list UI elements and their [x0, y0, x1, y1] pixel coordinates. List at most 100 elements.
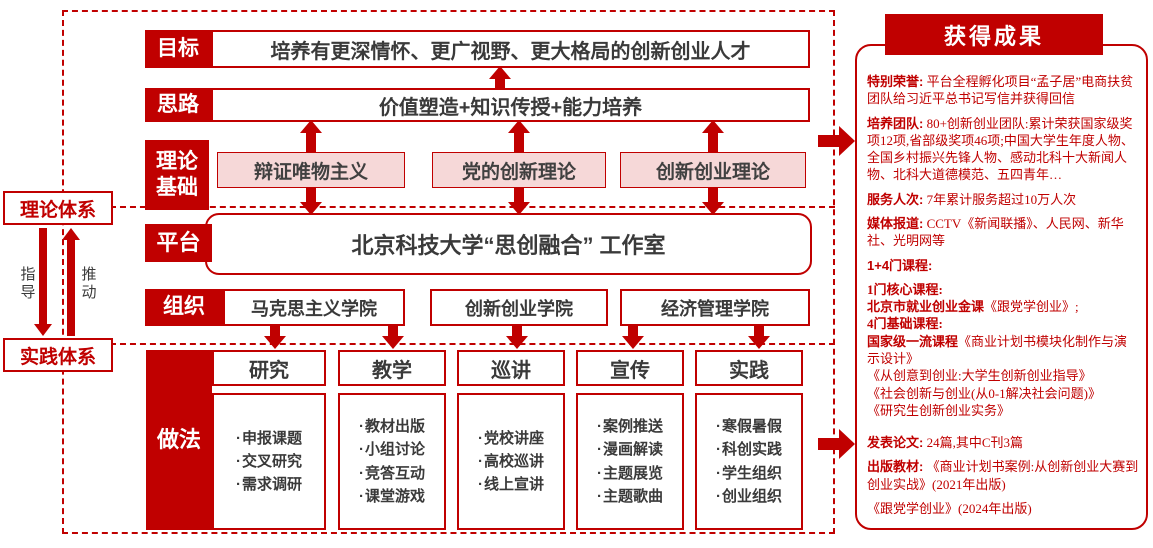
- arrow-down-icon: [382, 324, 404, 349]
- result-teams: 培养团队: 80+创新创业团队:累计荣获国家级奖项12项,省部级奖项46项;中国…: [867, 115, 1139, 184]
- result-text: 《跟党学创业》(2024年出版): [867, 500, 1032, 516]
- result-courses: 1门核心课程: 北京市就业创业金课《跟党学创业》; 4门基础课程: 国家级一流课…: [867, 281, 1139, 419]
- result-text: 7年累计服务超过10万人次: [926, 191, 1077, 207]
- approach-box: 价值塑造+知识传授+能力培养: [211, 88, 810, 122]
- organization-item: 创新创业学院: [430, 289, 608, 326]
- course-title: 《社会创新与创业(从0-1解决社会问题)》: [867, 385, 1101, 401]
- list-item: 案例推送: [597, 415, 663, 438]
- theory-basis-item: 党的创新理论: [432, 152, 606, 188]
- list-item: 交叉研究: [236, 450, 302, 473]
- arrow-up-icon: [508, 120, 530, 152]
- practice-column-title: 巡讲: [457, 350, 565, 386]
- list-item: 寒假暑假: [716, 415, 782, 438]
- results-body: 特别荣誉: 平台全程孵化项目“孟子居”电商扶贫团队给习近平总书记写信并获得回信 …: [867, 73, 1139, 524]
- practice-column-list: 教材出版 小组讨论 竞答互动 课堂游戏: [338, 393, 446, 530]
- result-label: 发表论文:: [867, 435, 924, 451]
- push-arrow-label: 推动: [81, 266, 97, 301]
- list-item: 教材出版: [359, 415, 425, 438]
- practice-column-title: 教学: [338, 350, 446, 386]
- platform-box: 北京科技大学“思创融合” 工作室: [205, 213, 812, 275]
- practice-column-list: 案例推送 漫画解读 主题展览 主题歌曲: [576, 393, 684, 530]
- result-text: 80+创新创业团队:累计荣获国家级奖项12项,省部级奖项46项;中国大学生年度人…: [867, 115, 1134, 183]
- result-media: 媒体报道: CCTV《新闻联播》、人民网、新华社、光明网等: [867, 215, 1139, 250]
- course-title: 《从创意到创业:大学生创新创业指导》: [867, 368, 1092, 384]
- course-basic-title: 《商业计划书模块化制作与演示设计》: [867, 333, 1128, 366]
- arrow-down-icon: [748, 324, 770, 349]
- result-text: CCTV《新闻联播》、人民网、新华社、光明网等: [867, 215, 1124, 249]
- arrow-down-icon: [508, 188, 530, 215]
- organization-item: 马克思主义学院: [223, 289, 405, 326]
- theory-basis-label: 理论基础: [145, 140, 209, 210]
- spacer: [867, 426, 1139, 434]
- theory-system-box: 理论体系: [3, 191, 113, 225]
- practice-column-title: 宣传: [576, 350, 684, 386]
- list-item: 主题展览: [597, 462, 663, 485]
- result-label: 培养团队:: [867, 115, 924, 131]
- list-item: 申报课题: [236, 427, 302, 450]
- theory-basis-item: 辩证唯物主义: [217, 152, 405, 188]
- organization-item: 经济管理学院: [620, 289, 810, 326]
- list-item: 高校巡讲: [478, 450, 544, 473]
- practice-section-divider: [110, 343, 835, 345]
- goal-label: 目标: [145, 30, 211, 68]
- course-basic-strong: 国家级一流课程: [867, 333, 959, 349]
- result-papers: 发表论文: 24篇,其中C刊3篇: [867, 434, 1139, 451]
- practice-label: 做法: [146, 350, 212, 530]
- result-service: 服务人次: 7年累计服务超过10万人次: [867, 191, 1139, 208]
- result-courses-header: 1+4门课程:: [867, 257, 1139, 274]
- result-text: 平台全程孵化项目“孟子居”电商扶贫团队给习近平总书记写信并获得回信: [867, 74, 1134, 107]
- approach-label: 思路: [145, 88, 211, 122]
- practice-column-title: 研究: [212, 350, 326, 386]
- result-label: 媒体报道:: [867, 215, 924, 231]
- theory-section-divider: [110, 206, 835, 208]
- course-core-title: 《跟党学创业》;: [984, 299, 1079, 315]
- guide-arrow-label: 指导: [20, 266, 36, 301]
- arrow-down-icon: [264, 324, 286, 349]
- list-item: 需求调研: [236, 473, 302, 496]
- list-item: 课堂游戏: [359, 485, 425, 508]
- list-item: 主题歌曲: [597, 485, 663, 508]
- arrow-right-icon: [818, 429, 855, 459]
- arrow-down-icon: [34, 228, 52, 336]
- list-item: 小组讨论: [359, 438, 425, 461]
- list-item: 党校讲座: [478, 427, 544, 450]
- list-item: 学生组织: [716, 462, 782, 485]
- outer-dashed-frame: [62, 10, 835, 534]
- organization-label: 组织: [145, 289, 223, 326]
- course-basic-label: 4门基础课程:: [867, 316, 943, 332]
- course-title: 《研究生创新创业实务》: [867, 402, 1011, 418]
- practice-column-list: 申报课题 交叉研究 需求调研: [212, 393, 326, 530]
- arrow-up-icon: [702, 120, 724, 152]
- practice-column-title: 实践: [695, 350, 803, 386]
- arrow-down-icon: [702, 188, 724, 215]
- result-text: 24篇,其中C刊3篇: [926, 435, 1024, 451]
- result-special-honor: 特别荣誉: 平台全程孵化项目“孟子居”电商扶贫团队给习近平总书记写信并获得回信: [867, 73, 1139, 108]
- theory-system-label: 理论体系: [19, 199, 96, 221]
- goal-box: 培养有更深情怀、更广视野、更大格局的创新创业人才: [211, 30, 810, 68]
- result-label: 1+4门课程:: [867, 257, 933, 273]
- course-core-strong: 北京市就业创业金课: [867, 299, 985, 315]
- arrow-up-icon: [300, 120, 322, 152]
- list-item: 漫画解读: [597, 438, 663, 461]
- arrow-right-icon: [818, 126, 855, 156]
- result-text: 《商业计划书案例:从创新创业大赛到创业实战》(2021年出版): [867, 459, 1139, 492]
- arrow-up-icon: [62, 228, 80, 336]
- arrow-down-icon: [300, 188, 322, 215]
- list-item: 创业组织: [716, 485, 782, 508]
- list-item: 科创实践: [716, 438, 782, 461]
- list-item: 线上宣讲: [478, 473, 544, 496]
- platform-label: 平台: [145, 224, 212, 262]
- results-title: 获得成果: [885, 14, 1103, 55]
- result-textbooks: 出版教材: 《商业计划书案例:从创新创业大赛到创业实战》(2021年出版): [867, 458, 1139, 493]
- arrow-up-icon: [489, 66, 511, 90]
- practice-system-label: 实践体系: [19, 346, 96, 368]
- practice-column-list: 寒假暑假 科创实践 学生组织 创业组织: [695, 393, 803, 530]
- result-label: 出版教材:: [867, 459, 924, 475]
- result-label: 特别荣誉:: [867, 74, 924, 89]
- result-textbooks-more: 《跟党学创业》(2024年出版): [867, 500, 1139, 517]
- arrow-down-icon: [622, 324, 644, 349]
- list-item: 竞答互动: [359, 462, 425, 485]
- practice-system-box: 实践体系: [3, 338, 113, 372]
- practice-column-list: 党校讲座 高校巡讲 线上宣讲: [457, 393, 565, 530]
